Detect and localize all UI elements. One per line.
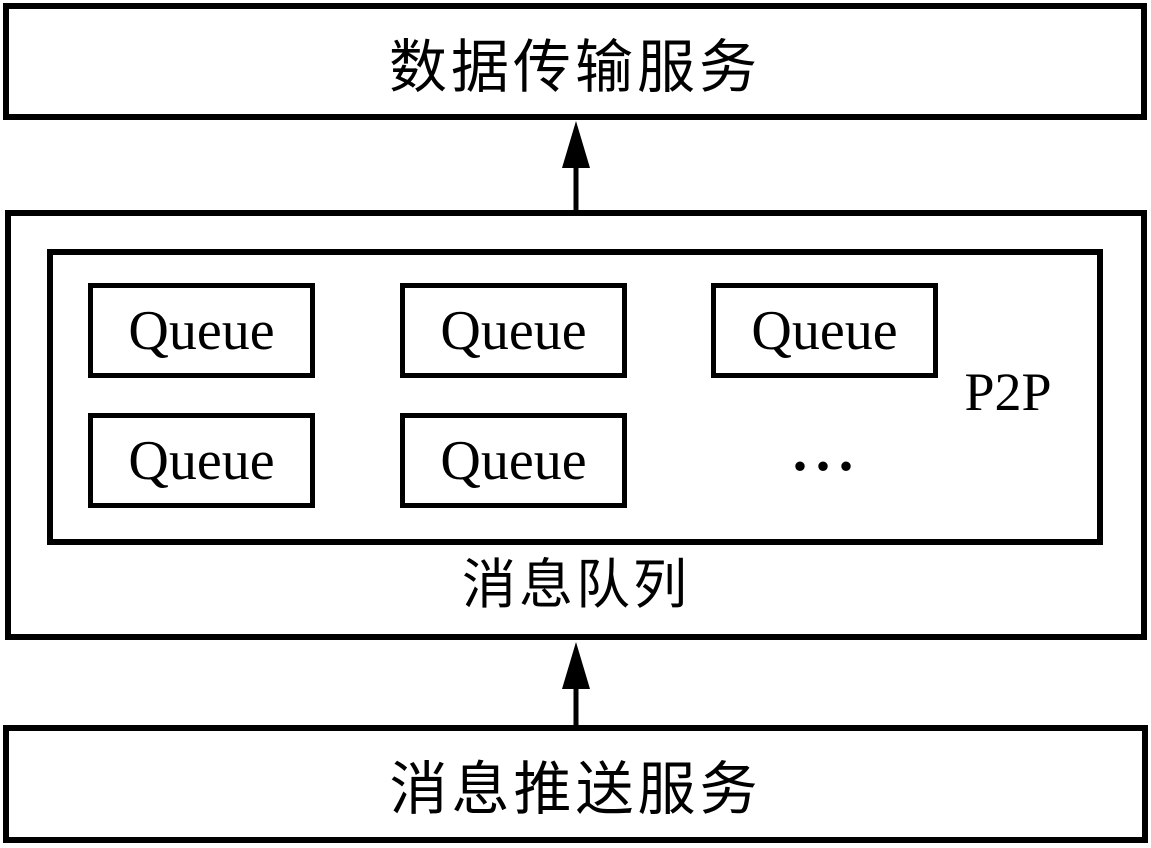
queue-label: Queue bbox=[128, 299, 275, 362]
queue-box-3: Queue bbox=[711, 283, 938, 378]
message-queue-box: Queue Queue Queue Queue Queue ... P2P 消息… bbox=[5, 210, 1147, 640]
queue-box-1: Queue bbox=[88, 283, 315, 378]
queue-box-5: Queue bbox=[400, 413, 627, 508]
message-push-service-box: 消息推送服务 bbox=[3, 725, 1148, 843]
queue-label: Queue bbox=[751, 299, 898, 362]
queue-group-box: Queue Queue Queue Queue Queue ... P2P bbox=[47, 249, 1103, 545]
queue-label: Queue bbox=[440, 429, 587, 492]
queue-box-4: Queue bbox=[88, 413, 315, 508]
up-arrow-icon bbox=[562, 642, 590, 728]
p2p-mode-label: P2P bbox=[964, 362, 1052, 422]
more-queues-ellipsis: ... bbox=[711, 404, 938, 508]
ellipsis-label: ... bbox=[790, 400, 859, 488]
data-transfer-service-label: 数据传输服务 bbox=[388, 34, 761, 100]
message-queue-caption: 消息队列 bbox=[462, 555, 690, 615]
queue-label: Queue bbox=[440, 299, 587, 362]
message-push-service-label: 消息推送服务 bbox=[389, 757, 762, 822]
data-transfer-service-box: 数据传输服务 bbox=[3, 3, 1147, 120]
queue-box-2: Queue bbox=[400, 283, 627, 378]
up-arrow-icon bbox=[562, 121, 590, 213]
queue-label: Queue bbox=[128, 429, 275, 492]
